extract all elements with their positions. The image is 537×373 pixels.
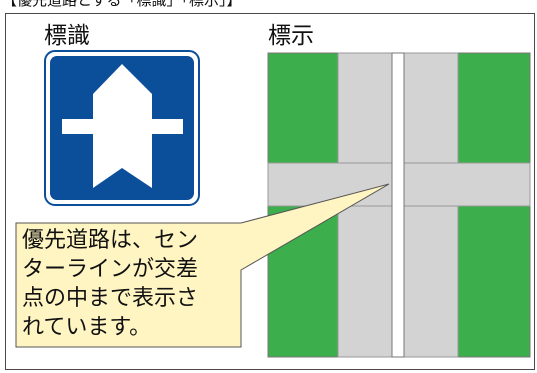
callout-line-4: れています。	[22, 315, 152, 340]
diagram-frame	[5, 13, 535, 370]
callout-text: 優先道路は、セン ターラインが交差 点の中まで表示さ れています。	[22, 226, 242, 342]
road-marking-illustration	[267, 52, 531, 358]
header-fragment: 【優先道路とする「標識」「標示」】	[2, 0, 242, 9]
callout-line-2: ターラインが交差	[22, 257, 199, 282]
callout-bubble	[15, 183, 390, 348]
center-line	[391, 52, 405, 358]
priority-road-sign-icon	[44, 50, 200, 206]
sign-label: 標識	[44, 23, 90, 49]
callout-line-3: 点の中まで表示さ	[22, 286, 199, 311]
callout-line-1: 優先道路は、セン	[22, 228, 199, 253]
marking-label: 標示	[268, 23, 314, 49]
priority-arrow-icon	[62, 64, 183, 188]
